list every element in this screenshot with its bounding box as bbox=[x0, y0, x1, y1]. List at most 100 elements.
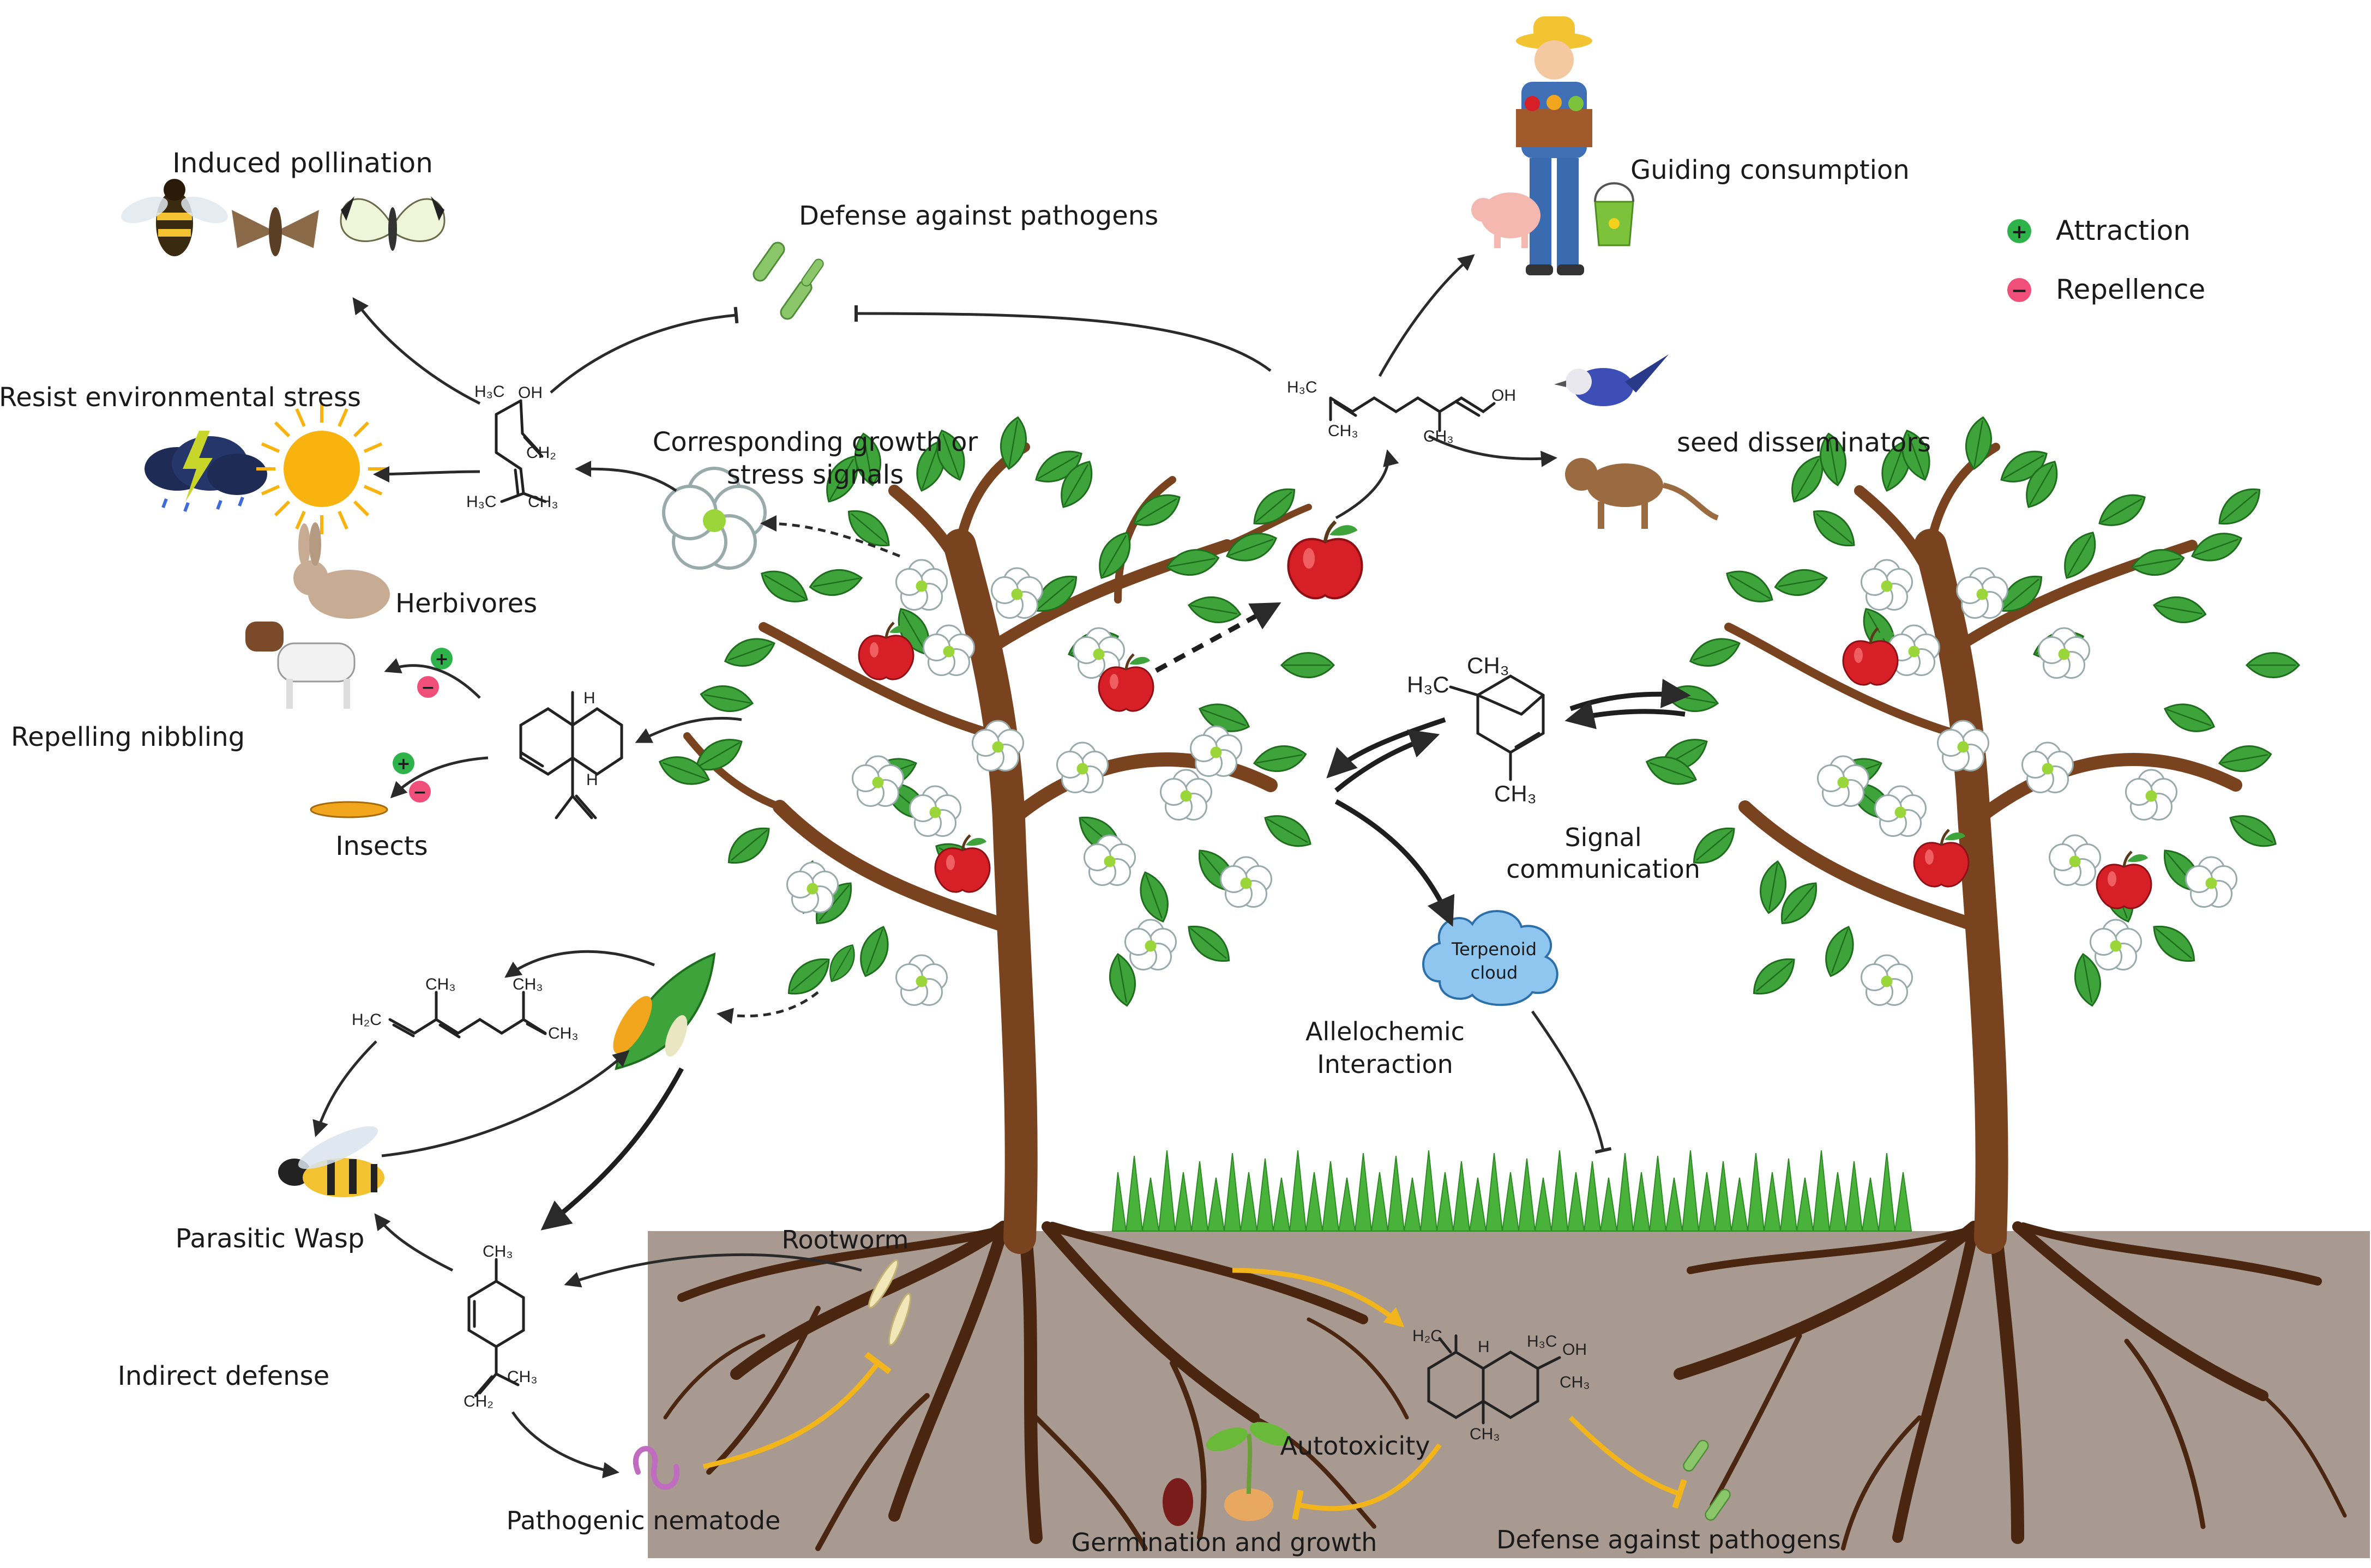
growth-signals-label-line2: stress signals bbox=[727, 460, 904, 490]
right-tree-roots bbox=[1674, 1221, 2347, 1551]
terpenoid-cloud: Terpenoid cloud bbox=[1422, 910, 1558, 1006]
svg-text:CH₂: CH₂ bbox=[464, 1392, 494, 1410]
right-tree bbox=[1641, 414, 2347, 1551]
moth-icon bbox=[232, 207, 319, 256]
repelling-nibbling-label: Repelling nibbling bbox=[11, 722, 245, 752]
svg-text:CH₃: CH₃ bbox=[1328, 422, 1358, 440]
svg-text:H₂C: H₂C bbox=[352, 1011, 382, 1029]
geraniol-molecule: H₃C CH₃ CH₃ OH bbox=[1287, 378, 1516, 445]
allelochemic-label-line2: Interaction bbox=[1317, 1050, 1453, 1079]
rootworm-label: Rootworm bbox=[782, 1225, 909, 1255]
svg-text:H₃C: H₃C bbox=[1407, 672, 1449, 697]
svg-text:CH₃: CH₃ bbox=[548, 1024, 579, 1042]
rabbit-icon bbox=[293, 522, 390, 619]
resist-stress-label: Resist environmental stress bbox=[0, 382, 361, 413]
larva-icon bbox=[310, 801, 388, 818]
farmer-icon bbox=[1516, 16, 1592, 275]
germination-label: Germination and growth bbox=[1072, 1528, 1377, 1557]
pig-icon bbox=[1471, 192, 1540, 248]
svg-text:CH₃: CH₃ bbox=[1467, 653, 1509, 678]
svg-text:−: − bbox=[413, 783, 426, 802]
monkey-icon bbox=[1565, 458, 1719, 529]
linalool-ch2: CH₂ bbox=[526, 444, 556, 462]
pollinator-icons bbox=[121, 179, 446, 256]
damaged-leaf-icon bbox=[613, 952, 716, 1070]
bucket-icon bbox=[1594, 182, 1634, 246]
svg-text:CH₃: CH₃ bbox=[425, 975, 456, 993]
eudesmol-molecule: H₂C H H₃C OH CH₃ CH₃ bbox=[1412, 1327, 1590, 1443]
linalool-h3c: H₃C bbox=[474, 383, 505, 401]
repellence-legend-label: Repellence bbox=[2056, 274, 2205, 305]
left-tree-trunk bbox=[683, 442, 1312, 1254]
insect-attraction-marker: + − bbox=[393, 752, 431, 803]
defense-pathogens-bottom-label: Defense against pathogens bbox=[1496, 1525, 1841, 1554]
linalool-oh: OH bbox=[518, 384, 543, 402]
svg-text:H₂C: H₂C bbox=[1412, 1327, 1442, 1345]
growth-signals-label-line1: Corresponding growth or bbox=[653, 427, 978, 457]
attraction-legend-label: Attraction bbox=[2056, 215, 2191, 246]
pathogenic-nematode-label: Pathogenic nematode bbox=[507, 1506, 781, 1535]
goat-icon bbox=[245, 622, 356, 709]
linalool-molecule: H₃C OH CH₂ H₃C CH₃ bbox=[466, 383, 558, 511]
wasp-icon bbox=[278, 1126, 384, 1197]
herbivore-attraction-marker: + − bbox=[417, 648, 453, 698]
bean-icon bbox=[1163, 1478, 1193, 1526]
left-tree-roots bbox=[663, 1221, 1409, 1551]
limonene-molecule: CH₃ CH₃ CH₂ bbox=[464, 1243, 538, 1410]
pathogen-bacteria-icon bbox=[750, 239, 826, 323]
attraction-legend-icon bbox=[2007, 219, 2031, 243]
seed-disseminators-label: seed disseminators bbox=[1677, 427, 1931, 458]
svg-text:−: − bbox=[421, 678, 435, 697]
svg-text:CH₃: CH₃ bbox=[1470, 1425, 1500, 1443]
svg-text:CH₃: CH₃ bbox=[1560, 1373, 1590, 1391]
svg-text:CH₃: CH₃ bbox=[513, 975, 543, 993]
parasitic-wasp-label: Parasitic Wasp bbox=[176, 1223, 365, 1254]
signal-communication-label-line1: Signal bbox=[1564, 823, 1641, 852]
nematode-icon bbox=[633, 1446, 680, 1490]
repellence-minus-glyph: − bbox=[2011, 280, 2027, 302]
seedling-icon bbox=[1206, 1422, 1292, 1521]
signal-communication-label-line2: communication bbox=[1506, 854, 1700, 884]
svg-text:H₃C: H₃C bbox=[1527, 1332, 1557, 1350]
weather-icons bbox=[145, 403, 387, 534]
guiding-consumption-label: Guiding consumption bbox=[1630, 155, 1910, 185]
svg-text:H: H bbox=[586, 771, 598, 789]
bee-icon bbox=[121, 179, 228, 256]
legend: + Attraction − Repellence bbox=[2007, 215, 2205, 305]
grass bbox=[1111, 1150, 1912, 1232]
autotoxicity-label: Autotoxicity bbox=[1280, 1431, 1430, 1461]
bird-icon bbox=[1554, 354, 1669, 406]
big-apple-icon bbox=[1289, 522, 1362, 599]
right-tree-apples bbox=[1843, 628, 2151, 908]
linalool-ch3: CH₃ bbox=[528, 493, 558, 511]
sun-icon bbox=[256, 403, 387, 534]
allelochemic-label-line1: Allelochemic bbox=[1305, 1017, 1465, 1046]
insects-label: Insects bbox=[335, 831, 428, 861]
svg-text:H₃C: H₃C bbox=[1287, 378, 1317, 396]
repellence-legend-icon bbox=[2007, 278, 2031, 302]
svg-text:CH₃: CH₃ bbox=[483, 1243, 513, 1261]
terpenoid-cloud-label-line2: cloud bbox=[1471, 962, 1518, 983]
left-tree bbox=[654, 414, 1409, 1551]
induced-pollination-label: Induced pollination bbox=[172, 147, 433, 179]
svg-text:H: H bbox=[1478, 1338, 1490, 1356]
ocimene-molecule: H₂C CH₃ CH₃ CH₃ bbox=[352, 975, 579, 1042]
sesquiterpene-molecule: H H bbox=[519, 689, 623, 819]
butterfly-icon bbox=[340, 196, 446, 251]
pinene-molecule: H₃C CH₃ CH₃ bbox=[1407, 653, 1545, 806]
svg-text:CH₃: CH₃ bbox=[1494, 781, 1537, 806]
attraction-plus-glyph: + bbox=[2011, 221, 2027, 243]
herbivores-label: Herbivores bbox=[395, 588, 537, 619]
svg-text:+: + bbox=[435, 650, 448, 669]
arrows bbox=[312, 254, 1691, 1520]
svg-text:CH₃: CH₃ bbox=[507, 1368, 538, 1386]
svg-text:+: + bbox=[396, 755, 410, 774]
storm-cloud-icon bbox=[145, 431, 267, 512]
rootworm-icon bbox=[868, 1259, 912, 1346]
svg-text:OH: OH bbox=[1491, 387, 1516, 405]
linalool-h3c-lower: H₃C bbox=[466, 493, 497, 511]
indirect-defense-label: Indirect defense bbox=[118, 1361, 329, 1391]
svg-text:OH: OH bbox=[1562, 1341, 1587, 1359]
svg-text:H: H bbox=[583, 689, 595, 707]
